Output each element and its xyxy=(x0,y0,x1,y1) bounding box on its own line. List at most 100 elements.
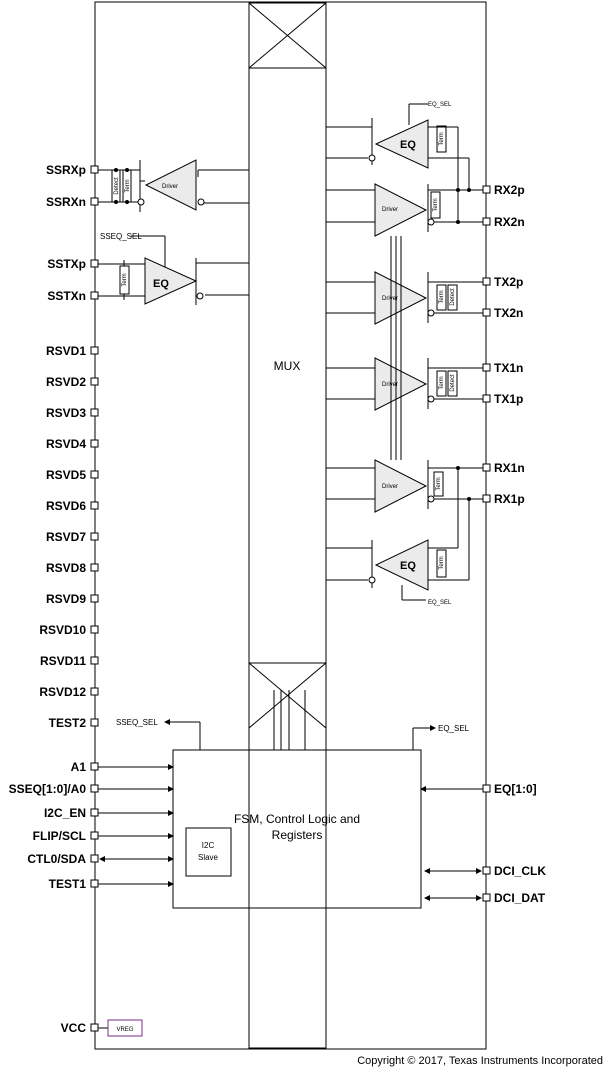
term-label: Term xyxy=(439,556,445,569)
pin-pad xyxy=(90,377,99,386)
pin-pad xyxy=(90,784,99,793)
pin-pad xyxy=(90,501,99,510)
detect-label: Detect xyxy=(450,374,456,392)
i2c-label-line2: Slave xyxy=(198,853,219,862)
driver-label: Driver xyxy=(162,184,178,190)
copyright-notice: Copyright © 2017, Texas Instruments Inco… xyxy=(357,1055,603,1067)
pin-rx2p: RX2p xyxy=(494,183,525,197)
detect-label: Detect xyxy=(114,177,120,195)
fsm-label-line1: FSM, Control Logic and xyxy=(234,812,360,826)
pin-i2c-en: I2C_EN xyxy=(44,806,86,820)
pin-pad xyxy=(482,866,491,875)
eq-label: EQ xyxy=(153,278,169,290)
pin-pad xyxy=(90,532,99,541)
eq-label: EQ xyxy=(400,139,416,151)
pin-rsvd2: RSVD2 xyxy=(46,375,86,389)
pin-test1: TEST1 xyxy=(49,877,87,891)
pin-rsvd12: RSVD12 xyxy=(39,685,86,699)
pin-pad xyxy=(90,762,99,771)
chip-outline xyxy=(94,1,487,1050)
pin-pad xyxy=(90,718,99,727)
pin-ssrxn: SSRXn xyxy=(46,195,86,209)
pin-pad xyxy=(90,439,99,448)
i2c-label-line1: I2C xyxy=(202,841,215,850)
sstx-eq-block xyxy=(144,257,198,305)
pin-sstxp: SSTXp xyxy=(47,257,86,271)
term-label: Term xyxy=(439,132,445,145)
mux-label: MUX xyxy=(274,359,301,373)
pin-rsvd6: RSVD6 xyxy=(46,499,86,513)
fsm-label-line2: Registers xyxy=(272,828,323,842)
term-label: Term xyxy=(439,376,445,389)
pin-vcc: VCC xyxy=(61,1021,87,1035)
rx1-driver xyxy=(374,459,428,513)
pin-rsvd4: RSVD4 xyxy=(46,437,86,451)
pin-pad xyxy=(482,394,491,403)
detect-label: Detect xyxy=(450,288,456,306)
pin-rx2n: RX2n xyxy=(494,215,525,229)
pin-pad xyxy=(90,346,99,355)
pin-pad xyxy=(90,1023,99,1032)
pin-tx2n: TX2n xyxy=(494,306,523,320)
pin-tx2p: TX2p xyxy=(494,275,523,289)
pin-pad xyxy=(90,625,99,634)
pin-tx1p: TX1p xyxy=(494,392,523,406)
pin-pad xyxy=(482,308,491,317)
pin-pad xyxy=(482,463,491,472)
pin-pad xyxy=(90,687,99,696)
ssrx-driver xyxy=(144,159,197,211)
pin-ssrxp: SSRXp xyxy=(46,163,86,177)
pin-rsvd8: RSVD8 xyxy=(46,561,86,575)
vreg-label: VREG xyxy=(116,1027,133,1033)
pin-rx1p: RX1p xyxy=(494,492,525,506)
pin-rsvd11: RSVD11 xyxy=(40,654,86,668)
eq-sel-label: EQ_SEL xyxy=(438,724,470,733)
pin-pad xyxy=(90,259,99,268)
pin-dci-dat: DCI_DAT xyxy=(494,891,546,905)
pin-tx1n: TX1n xyxy=(494,361,523,375)
pin-pad xyxy=(90,470,99,479)
pin-pad xyxy=(482,893,491,902)
term-label: Term xyxy=(433,198,439,211)
pin-rsvd7: RSVD7 xyxy=(46,530,86,544)
term-label: Term xyxy=(125,179,131,192)
pin-a1: A1 xyxy=(71,760,87,774)
term-label: Term xyxy=(439,290,445,303)
pin-dci-clk: DCI_CLK xyxy=(494,864,546,878)
pin-rsvd10: RSVD10 xyxy=(39,623,86,637)
eq-label: EQ xyxy=(400,560,416,572)
pin-rsvd9: RSVD9 xyxy=(46,592,86,606)
fsm-block xyxy=(172,749,422,909)
driver-label: Driver xyxy=(382,296,398,302)
pin-rsvd3: RSVD3 xyxy=(46,406,86,420)
term-label: Term xyxy=(436,477,442,490)
pin-pad xyxy=(482,217,491,226)
pin-rx1n: RX1n xyxy=(494,461,525,475)
junction-dots xyxy=(114,168,471,501)
pin-pad xyxy=(90,563,99,572)
pin-rsvd1: RSVD1 xyxy=(46,344,86,358)
rx2-eq-term-resistor xyxy=(436,125,447,153)
pin-pad xyxy=(90,408,99,417)
pin-sseq-a0: SSEQ[1:0]/A0 xyxy=(9,782,87,796)
pin-rsvd5: RSVD5 xyxy=(46,468,86,482)
mux-block xyxy=(248,2,327,1049)
i2c-slave-block xyxy=(185,827,232,877)
pin-test2: TEST2 xyxy=(49,716,87,730)
driver-label: Driver xyxy=(382,382,398,388)
eq-sel-label: EQ_SEL xyxy=(428,600,452,606)
pin-pad xyxy=(90,808,99,817)
pin-pad xyxy=(90,165,99,174)
pin-pad xyxy=(90,854,99,863)
driver-label: Driver xyxy=(382,207,398,213)
driver-label: Driver xyxy=(382,484,398,490)
pin-pad xyxy=(482,185,491,194)
pin-pad xyxy=(90,656,99,665)
pin-pad xyxy=(90,594,99,603)
pin-eq: EQ[1:0] xyxy=(494,782,537,796)
pin-pad xyxy=(90,197,99,206)
pin-pad xyxy=(90,291,99,300)
eq-sel-label: EQ_SEL xyxy=(428,102,452,108)
pin-pad xyxy=(90,831,99,840)
